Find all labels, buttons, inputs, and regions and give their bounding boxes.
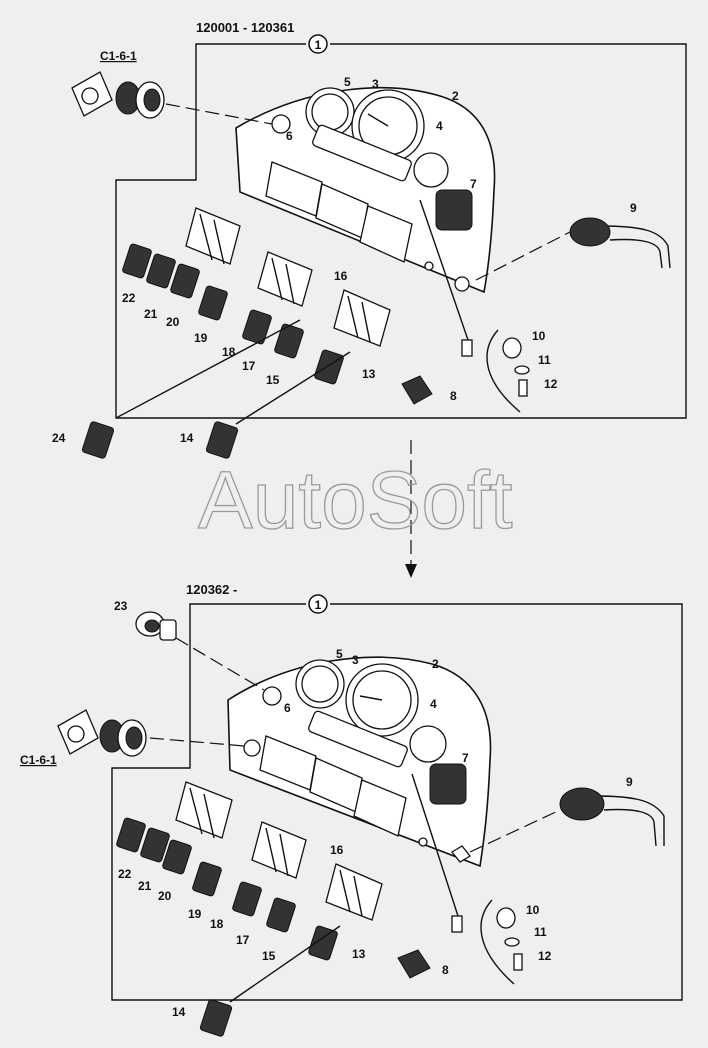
cable-connector-9 <box>593 795 665 847</box>
label-11: 11 <box>534 925 547 939</box>
serial-range-label: 120001 - 120361 <box>196 20 294 35</box>
label-3: 3 <box>352 653 359 667</box>
gauge-4 <box>413 152 449 188</box>
reference-label: C1-6-1 <box>20 753 57 767</box>
warning-light-strip <box>312 124 412 182</box>
label-22: 22 <box>122 291 136 305</box>
label-15: 15 <box>262 949 276 963</box>
fastener <box>461 339 473 357</box>
panel-hole <box>262 686 282 706</box>
washer <box>514 365 530 375</box>
switch-bezel-group <box>185 207 391 347</box>
label-6: 6 <box>286 129 293 143</box>
label-24: 24 <box>52 431 66 445</box>
label-10: 10 <box>526 903 540 917</box>
warning-light-strip <box>308 710 408 768</box>
label-23: 23 <box>114 599 128 613</box>
label-9: 9 <box>630 201 637 215</box>
label-6: 6 <box>284 701 291 715</box>
socket-assembly <box>71 71 165 119</box>
label-7: 7 <box>462 751 469 765</box>
label-19: 19 <box>194 331 208 345</box>
label-10: 10 <box>532 329 546 343</box>
gauge-4 <box>409 725 447 763</box>
switch-window <box>353 779 407 837</box>
switch-bezel-group <box>175 781 383 921</box>
rotary-knob <box>401 375 433 405</box>
label-5: 5 <box>336 647 343 661</box>
watermark: AutoSoft <box>198 455 513 546</box>
label-12: 12 <box>544 377 558 391</box>
item-callout-circle <box>308 594 328 614</box>
assembly-frame <box>115 43 687 419</box>
panel-hole <box>243 739 261 757</box>
screw <box>513 953 523 971</box>
label-22: 22 <box>118 867 132 881</box>
screw <box>518 379 528 397</box>
label-17: 17 <box>242 359 256 373</box>
cable-connector-9 <box>599 225 671 269</box>
rotary-knob <box>397 949 431 979</box>
label-11: 11 <box>538 353 551 367</box>
item-callout-number: 1 <box>315 598 322 612</box>
label-9: 9 <box>626 775 633 789</box>
label-4: 4 <box>436 119 443 133</box>
washer <box>504 937 520 947</box>
label-21: 21 <box>138 879 152 893</box>
nut <box>496 907 516 929</box>
label-8: 8 <box>450 389 457 403</box>
socket-assembly <box>57 709 147 757</box>
serial-range-label: 120362 - <box>186 582 237 597</box>
label-19: 19 <box>188 907 202 921</box>
rocker-switches <box>81 243 344 459</box>
label-8: 8 <box>442 963 449 977</box>
label-14: 14 <box>180 431 194 445</box>
indicator-lamp-23 <box>135 611 177 641</box>
label-18: 18 <box>222 345 236 359</box>
fastener <box>451 915 463 933</box>
label-18: 18 <box>210 917 224 931</box>
label-14: 14 <box>172 1005 186 1019</box>
label-5: 5 <box>344 75 351 89</box>
item-callout-number: 1 <box>315 38 322 52</box>
label-13: 13 <box>352 947 366 961</box>
label-2: 2 <box>452 89 459 103</box>
label-13: 13 <box>362 367 376 381</box>
reference-label: C1-6-1 <box>100 49 137 63</box>
label-20: 20 <box>166 315 180 329</box>
label-20: 20 <box>158 889 172 903</box>
label-4: 4 <box>430 697 437 711</box>
label-15: 15 <box>266 373 280 387</box>
label-16: 16 <box>334 269 348 283</box>
ignition-switch <box>429 763 467 805</box>
item-callout-circle <box>308 34 328 54</box>
label-16: 16 <box>330 843 344 857</box>
view-1: 120001 - 120361 1 <box>52 20 687 459</box>
label-21: 21 <box>144 307 158 321</box>
label-17: 17 <box>236 933 250 947</box>
label-7: 7 <box>470 177 477 191</box>
switch-window <box>359 205 413 263</box>
rocker-switches <box>116 817 338 1037</box>
ignition-switch <box>435 189 473 231</box>
view-2: 120362 - 1 C1-6-1 <box>20 582 683 1037</box>
nut <box>502 337 522 359</box>
label-12: 12 <box>538 949 552 963</box>
label-3: 3 <box>372 77 379 91</box>
label-2: 2 <box>432 657 439 671</box>
assembly-frame <box>111 603 683 1001</box>
